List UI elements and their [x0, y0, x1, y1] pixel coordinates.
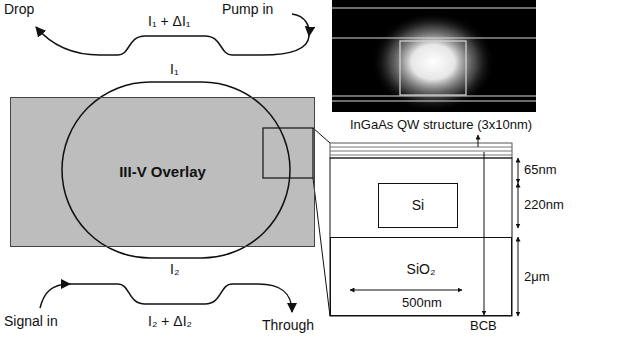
overlay-region: III-V Overlay: [10, 97, 315, 247]
silicon-waveguide: Si: [378, 183, 458, 228]
dimension-label: 65nm: [524, 163, 557, 177]
image-ground: [332, 0, 536, 112]
layer-line: [332, 95, 536, 96]
bus-waveguide: [262, 36, 309, 55]
layer-line: [332, 37, 536, 38]
material-label: BCB: [470, 319, 497, 333]
port-label: Pump in: [222, 2, 273, 17]
pump-arrow: [292, 14, 309, 36]
bus-waveguide: [36, 27, 262, 55]
leader-arrow: [478, 135, 479, 147]
dimension-arrow: [518, 237, 519, 316]
cladding-outline: [330, 158, 512, 316]
bus-waveguide: [70, 284, 292, 312]
mode-profile-image: [332, 0, 536, 112]
port-label: Through: [262, 318, 314, 333]
intensity-label: I₂ + ΔI₂: [148, 314, 192, 329]
intensity-label: I₁: [170, 62, 179, 77]
node-label: SiO₂: [407, 262, 436, 277]
racetrack-ring: [62, 82, 290, 258]
layer-label: InGaAs QW structure (3x10nm): [350, 118, 532, 132]
waveguide-outline: [400, 41, 466, 95]
port-label: Signal in: [4, 314, 58, 329]
dimension-label: 2μm: [524, 270, 550, 284]
dimension-arrow: [518, 183, 519, 228]
quantum-well-layer: [330, 151, 512, 152]
zoom-square: [263, 128, 313, 178]
zoom-line: [313, 128, 330, 143]
quantum-well-layer: [330, 155, 512, 156]
leader-arrow: [484, 152, 485, 315]
dimension-label: 220nm: [524, 198, 564, 212]
quantum-well-layer: [330, 147, 512, 148]
overlay-fill: [10, 97, 315, 247]
layer-line: [332, 7, 536, 8]
layer-line: [332, 100, 536, 101]
signal-arrow: [40, 284, 70, 308]
node-label: III-V Overlay: [119, 164, 206, 181]
port-label: Drop: [4, 2, 34, 17]
optical-mode: [371, 12, 495, 112]
dimension-arrow: [518, 158, 519, 183]
intensity-label: I₂: [170, 262, 179, 277]
cross-section: [330, 135, 518, 316]
intensity-label: I₁ + ΔI₁: [148, 14, 191, 29]
dimension-arrow: [350, 290, 462, 291]
dimension-label: 500nm: [402, 296, 442, 310]
quantum-well-stack: [330, 143, 512, 158]
node-label: Si: [412, 198, 424, 213]
zoom-line: [313, 178, 330, 316]
